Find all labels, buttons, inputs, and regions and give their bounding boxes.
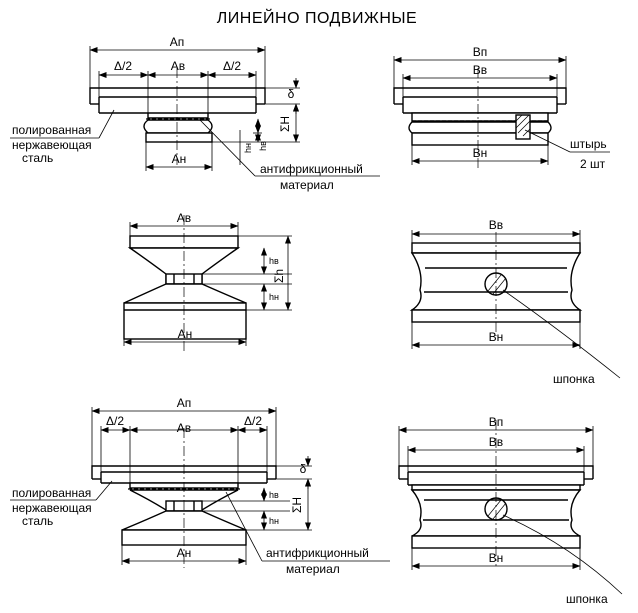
dim-delta-half-right: Δ/2: [223, 59, 241, 73]
note-polished-2: нержавеющая: [12, 138, 92, 152]
note-pin-1: штырь: [570, 137, 607, 151]
dim-sum-h-mid: Σh: [272, 269, 286, 283]
dim-delta-half-left-bottom: Δ/2: [106, 414, 124, 428]
key-bottom: [484, 497, 508, 521]
dim-delta-half-right-bottom: Δ/2: [244, 414, 262, 428]
note-antifriction-2-bottom: материал: [286, 562, 340, 576]
dim-a-lower-bottom: Ан: [177, 546, 192, 560]
dim-b-lower-bottom: Вн: [489, 551, 504, 565]
view-bottom-right: Вп Вв Вн шпонка: [398, 415, 623, 606]
dim-hn-mid: hн: [269, 292, 279, 302]
dim-delta-half-left: Δ/2: [114, 59, 132, 73]
view-middle-left: Ав Ан hв hн Σh: [123, 211, 292, 352]
dim-hv-bottom: hв: [269, 490, 279, 500]
dim-sum-h-total: ΣН: [278, 116, 292, 132]
note-pin-2: 2 шт: [580, 157, 606, 171]
dim-a-plate: Ап: [170, 35, 185, 49]
note-polished-3-bottom: сталь: [22, 514, 53, 528]
dim-hv-mid: hв: [269, 256, 279, 266]
dim-hn-bottom: hн: [269, 516, 279, 526]
dim-b-upper-bottom: Вв: [489, 435, 503, 449]
slide-plate-outline: [89, 87, 266, 104]
view-bottom-left: Ап Δ/2 Ав Δ/2 Ан δ ΣН hв hн полированная: [10, 396, 390, 576]
note-polished-1: полированная: [12, 123, 91, 137]
dim-b-upper-mid: Вв: [489, 218, 503, 232]
dim-delta: δ: [288, 87, 295, 101]
view-top-right: Вп Вв Вн штырь 2 шт: [393, 45, 610, 171]
view-top-left: Ап Δ/2 Ав Δ/2 Ан δ ΣН hн hв полиро: [10, 35, 380, 192]
note-antifriction-1: антифрикционный: [260, 162, 363, 176]
pin: [515, 114, 531, 140]
dim-a-lower: Ан: [172, 152, 187, 166]
dim-b-plate: Вп: [473, 45, 488, 59]
dim-a-upper-mid: Ав: [177, 211, 191, 225]
dim-delta-bottom: δ: [300, 462, 307, 476]
dim-b-plate-bottom: Вп: [489, 415, 504, 429]
view-middle-right: Вв Вн шпонка: [409, 218, 621, 386]
note-polished-3: сталь: [22, 151, 53, 165]
dim-a-upper-bottom: Ав: [177, 421, 191, 435]
note-antifriction-1-bottom: антифрикционный: [266, 546, 369, 560]
dim-b-lower-mid: Вн: [489, 330, 504, 344]
note-polished-2-bottom: нержавеющая: [12, 501, 92, 515]
dim-a-upper: Ав: [171, 59, 185, 73]
dim-b-upper: Вв: [473, 63, 487, 77]
dim-a-lower-mid: Ан: [178, 327, 193, 341]
note-antifriction-2: материал: [280, 178, 334, 192]
dim-sum-h-bottom: ΣН: [290, 497, 304, 513]
note-key-bottom: шпонка: [566, 592, 608, 606]
note-polished-1-bottom: полированная: [12, 486, 91, 500]
drawing-title: ЛИНЕЙНО ПОДВИЖНЫЕ: [217, 8, 417, 27]
note-key-mid: шпонка: [553, 372, 595, 386]
key: [484, 272, 508, 296]
dim-h-upper: hв: [258, 141, 268, 151]
dim-h-lower: hн: [243, 143, 253, 153]
dim-b-lower: Вн: [473, 146, 488, 160]
dim-a-plate-bottom: Ап: [177, 396, 192, 410]
